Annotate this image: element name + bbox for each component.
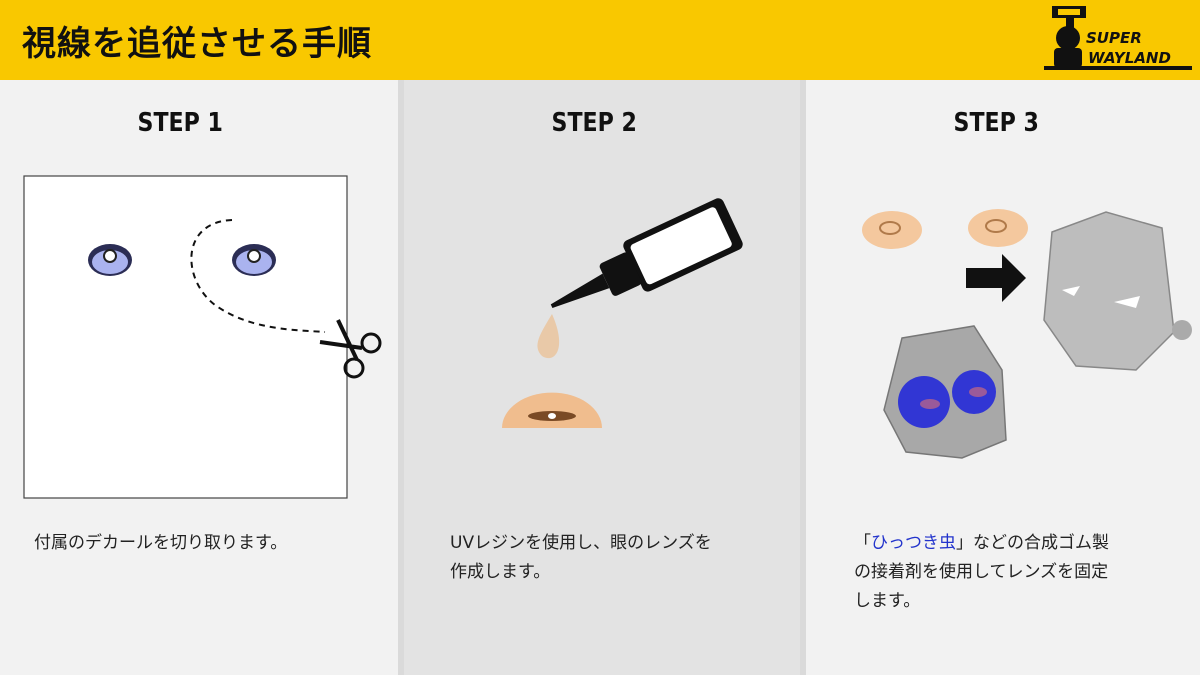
head-back <box>883 325 1007 459</box>
step3-desc-line3: します。 <box>854 591 921 611</box>
resin-illustration <box>502 198 743 428</box>
logo-text-wayland: WAYLAND <box>1088 49 1171 67</box>
step3-desc-line2: の接着剤を使用してレンズを固定 <box>854 562 1109 582</box>
step3-desc-line1: 「ひっつき虫」などの合成ゴム製 <box>854 529 1174 558</box>
step2-heading: STEP 2 <box>551 108 637 138</box>
cut-line <box>190 219 326 333</box>
face-plate <box>1043 211 1192 371</box>
step1-heading: STEP 1 <box>137 108 223 138</box>
logo-mascot-icon <box>1044 6 1192 70</box>
step3-heading: STEP 3 <box>953 108 1039 138</box>
lens-decal-left <box>862 211 922 249</box>
hittsukimushi-highlight: ひっつき虫 <box>871 533 956 553</box>
head-assembly-illustration <box>862 209 1192 459</box>
decal-eye-left <box>88 244 132 276</box>
step3-desc-open: 「 <box>854 533 871 553</box>
step2-description: UVレジンを使用し、眼のレンズを 作成します。 <box>450 529 780 587</box>
step1-description: 付属のデカールを切り取ります。 <box>34 533 288 553</box>
header-bar: 視線を追従させる手順 SUPER WAYLAND <box>0 0 1200 80</box>
decal-sheet-illustration <box>23 175 382 499</box>
step3-desc-after: 」などの合成ゴム製 <box>956 533 1109 553</box>
lens-decal-right <box>968 209 1028 247</box>
scissors-icon <box>319 319 382 379</box>
logo-text-super: SUPER <box>1086 29 1142 47</box>
step3-panel: STEP 3 「ひっつき虫」などの合成ゴム製 の接着剤を使用してレンズを固定 し… <box>806 80 1200 675</box>
step2-panel: STEP 2 UVレジンを使用し、眼のレンズを 作成します。 <box>398 80 806 675</box>
step2-desc-line2: 作成します。 <box>450 562 551 582</box>
step1-panel: STEP 1 付属のデカールを切り取ります。 <box>0 80 398 675</box>
decal-eye-right <box>232 244 276 276</box>
super-wayland-logo: SUPER WAYLAND <box>1038 2 1194 76</box>
arrow-right-icon <box>966 254 1026 302</box>
lens-base <box>502 392 602 428</box>
page-title: 視線を追従させる手順 <box>22 24 372 64</box>
resin-bottle-icon <box>550 198 743 309</box>
decal-sheet <box>23 175 348 499</box>
step3-description: 「ひっつき虫」などの合成ゴム製 の接着剤を使用してレンズを固定 します。 <box>854 529 1174 616</box>
step2-desc-line1: UVレジンを使用し、眼のレンズを <box>450 533 712 553</box>
resin-drop <box>537 314 560 359</box>
